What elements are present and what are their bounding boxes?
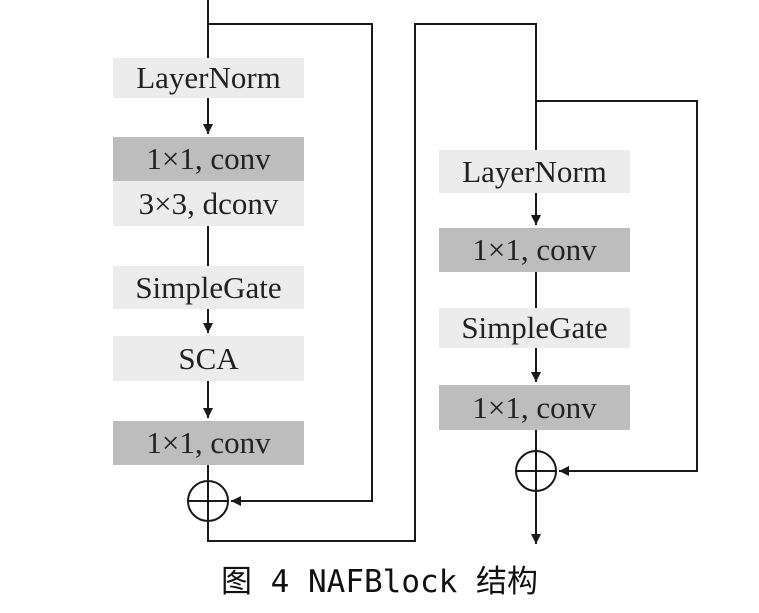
left-skip-line (208, 23, 373, 506)
right-conv2-box: 1×1, conv (439, 385, 630, 430)
connector-line (207, 23, 537, 542)
left-dconv-box: 3×3, dconv (113, 181, 304, 226)
left-simplegate-box: SimpleGate (113, 266, 304, 309)
figure-caption: 图 4 NAFBlock 结构 (221, 564, 538, 600)
right-simplegate-box: SimpleGate (439, 308, 630, 348)
left-layernorm-box: LayerNorm (113, 58, 304, 98)
left-sum-node (187, 480, 229, 522)
left-sca-box: SCA (113, 336, 304, 381)
left-conv2-box: 1×1, conv (113, 421, 304, 465)
right-layernorm-box: LayerNorm (439, 150, 630, 193)
right-sum-node (515, 450, 557, 492)
left-conv1-box: 1×1, conv (113, 137, 304, 181)
right-skip-line (536, 100, 698, 476)
right-conv1-box: 1×1, conv (439, 228, 630, 272)
